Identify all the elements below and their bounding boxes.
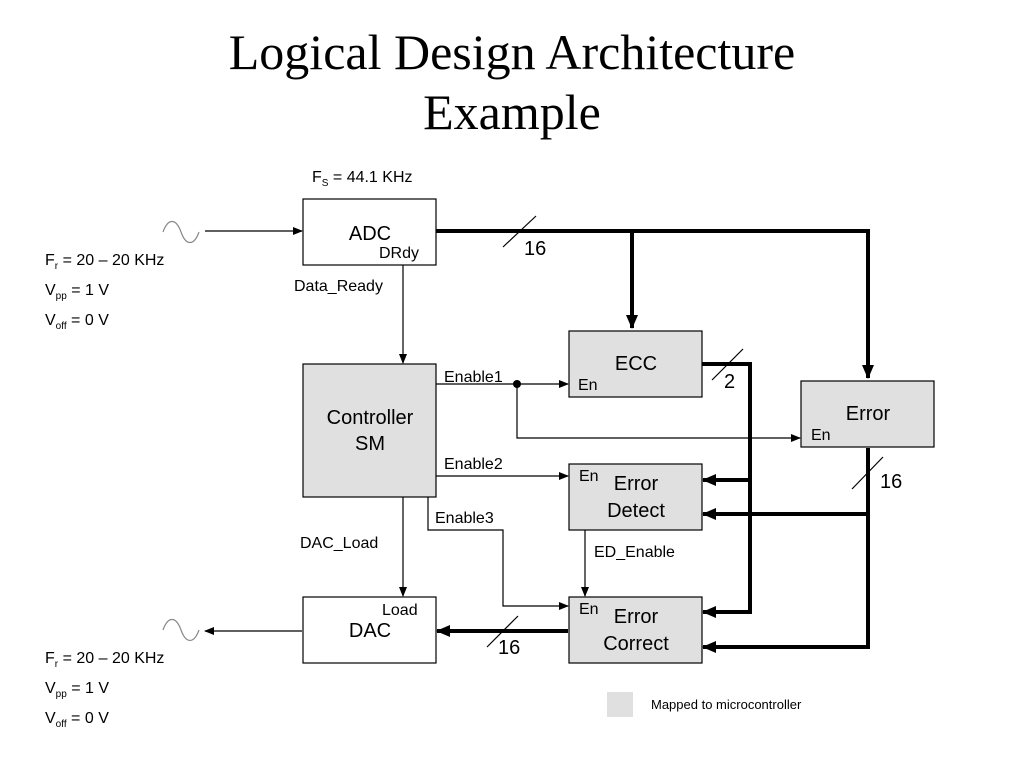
error-correct-block: Error Correct En bbox=[568, 596, 703, 664]
error-label: Error bbox=[846, 403, 891, 425]
enable3-wire bbox=[427, 497, 569, 610]
legend-label: Mapped to microcontroller bbox=[651, 697, 802, 712]
error-output-bus bbox=[702, 448, 870, 653]
error-block: Error En bbox=[800, 380, 935, 448]
dac-bus-width: 16 bbox=[498, 637, 520, 659]
adc-block: ADC DRdy bbox=[302, 198, 437, 266]
adc-data-bus bbox=[436, 229, 874, 379]
adc-bus-slash bbox=[502, 215, 537, 248]
output-signal-spec: Fr = 20 – 20 KHz Vpp = 1 V Voff = 0 V bbox=[45, 647, 164, 738]
adc-bus-width: 16 bbox=[524, 238, 546, 260]
dac-label: DAC bbox=[349, 620, 391, 642]
input-sine-icon bbox=[162, 220, 200, 244]
input-signal-spec: Fr = 20 – 20 KHz Vpp = 1 V Voff = 0 V bbox=[45, 249, 164, 340]
output-spec-vpp: Vpp = 1 V bbox=[45, 680, 110, 701]
legend-swatch bbox=[607, 692, 633, 717]
error-detect-label-line1: Error bbox=[614, 473, 659, 495]
input-spec-voff: Voff = 0 V bbox=[45, 312, 109, 333]
error-bus-width: 16 bbox=[880, 471, 902, 493]
output-spec-voff: Voff = 0 V bbox=[45, 710, 109, 731]
ecc-block: ECC En bbox=[568, 330, 703, 398]
enable1-label: Enable1 bbox=[444, 369, 503, 386]
enable2-label: Enable2 bbox=[444, 456, 503, 473]
adc-label: ADC bbox=[349, 223, 391, 245]
input-spec-vpp: Vpp = 1 V bbox=[45, 282, 110, 303]
controller-block: Controller SM bbox=[302, 363, 437, 498]
error-correct-label-line1: Error bbox=[614, 606, 659, 628]
slide-title: Logical Design Architecture Example bbox=[0, 22, 1024, 142]
error-correct-label-line2: Correct bbox=[603, 633, 669, 655]
ecc-label: ECC bbox=[615, 353, 657, 375]
enable1-to-error-wire bbox=[516, 384, 801, 442]
error-detect-block: Error Detect En bbox=[568, 463, 703, 531]
controller-label-line2: SM bbox=[355, 433, 385, 455]
dac-block: DAC Load bbox=[302, 596, 437, 664]
error-detect-en-port: En bbox=[579, 468, 599, 485]
ecc-output-bus bbox=[702, 362, 752, 618]
dac-load-label: DAC_Load bbox=[300, 535, 378, 552]
input-spec-frequency: Fr = 20 – 20 KHz bbox=[45, 252, 165, 273]
data-ready-label: Data_Ready bbox=[294, 278, 383, 295]
enable3-label: Enable3 bbox=[435, 510, 494, 527]
error-correct-en-port: En bbox=[579, 601, 599, 618]
title-line-2: Example bbox=[423, 84, 601, 140]
ed-enable-label: ED_Enable bbox=[594, 544, 675, 561]
output-sine-icon bbox=[162, 618, 200, 642]
title-line-1: Logical Design Architecture bbox=[228, 24, 796, 80]
ecc-en-port: En bbox=[578, 377, 598, 394]
adc-drdy-port: DRdy bbox=[379, 245, 419, 262]
ecc-bus-width: 2 bbox=[724, 371, 735, 393]
error-bus-slash bbox=[851, 456, 884, 490]
error-detect-label-line2: Detect bbox=[607, 500, 665, 522]
sampling-rate-label: FS = 44.1 KHz bbox=[312, 169, 413, 190]
output-spec-frequency: Fr = 20 – 20 KHz bbox=[45, 650, 165, 671]
controller-label-line1: Controller bbox=[327, 407, 414, 429]
error-en-port: En bbox=[811, 427, 831, 444]
dac-load-port: Load bbox=[382, 602, 418, 619]
ecc-bus-slash bbox=[711, 348, 744, 381]
dac-bus-slash bbox=[486, 615, 519, 648]
